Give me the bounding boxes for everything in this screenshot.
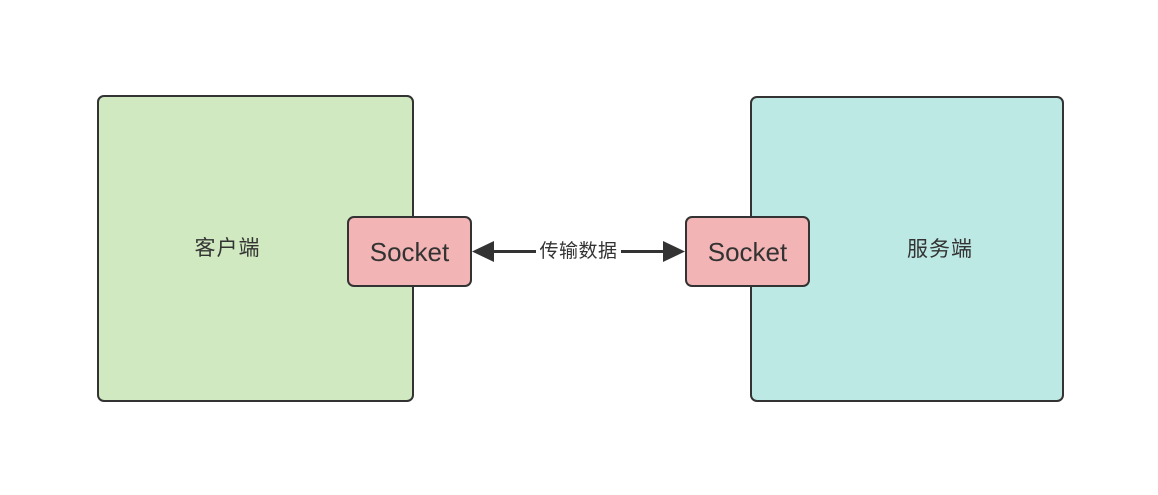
arrow-left-icon <box>472 241 494 262</box>
arrow-right-icon <box>663 241 685 262</box>
client-socket: Socket <box>347 216 472 287</box>
server-node-label: 服务端 <box>907 237 973 261</box>
server-socket: Socket <box>685 216 810 287</box>
client-socket-label: Socket <box>369 236 450 267</box>
server-socket-label: Socket <box>707 236 788 267</box>
connector-label: 传输数据 <box>536 242 621 261</box>
transmission-connector: 传输数据 <box>472 216 685 287</box>
client-node-label: 客户端 <box>194 237 261 260</box>
